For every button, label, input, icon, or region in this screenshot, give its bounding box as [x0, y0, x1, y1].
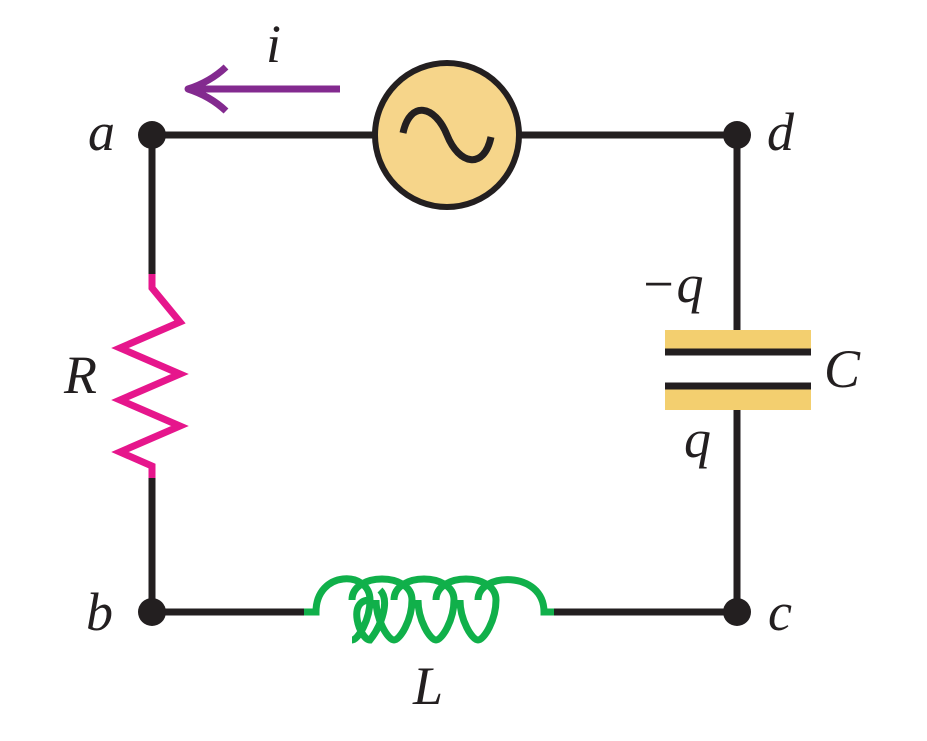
node-c-label: c	[768, 582, 792, 642]
charge-top-label: −q	[640, 254, 703, 314]
ac-source-icon	[372, 60, 522, 210]
node-c-dot	[723, 598, 751, 626]
node-d-dot	[723, 121, 751, 149]
node-b-label: b	[86, 582, 113, 642]
resistor-label: R	[63, 345, 97, 405]
nodes	[138, 121, 751, 626]
capacitor-label: C	[824, 339, 861, 399]
charge-bottom-label: q	[684, 409, 711, 469]
inductor	[304, 575, 554, 644]
wires	[148, 131, 741, 616]
current-arrow-icon	[184, 64, 340, 114]
node-b-dot	[138, 598, 166, 626]
node-a-label: a	[88, 102, 115, 162]
node-a-dot	[138, 121, 166, 149]
current-label: i	[266, 14, 281, 74]
inductor-label: L	[412, 656, 443, 716]
capacitor	[665, 330, 811, 410]
resistor	[111, 274, 189, 478]
capacitor-band-bottom	[665, 386, 811, 410]
node-d-label: d	[767, 102, 795, 162]
